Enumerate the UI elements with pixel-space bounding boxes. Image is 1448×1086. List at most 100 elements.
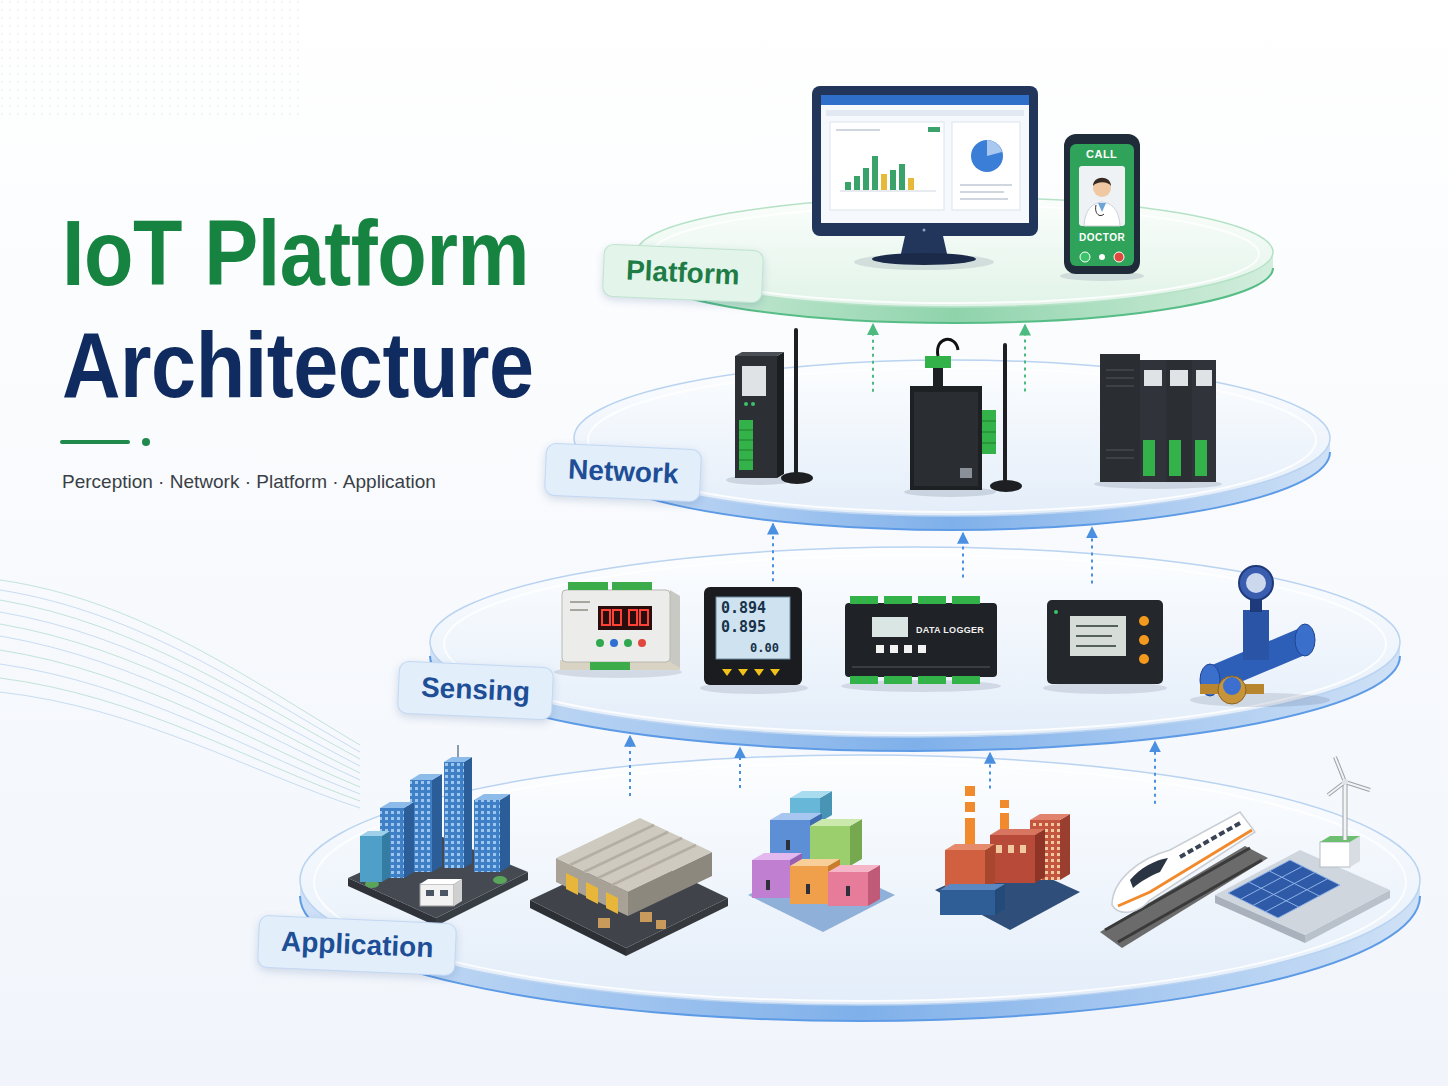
phone: [1096, 205, 1104, 216]
module-rack: [1106, 369, 1134, 371]
power-meter: [738, 669, 748, 676]
module-rack: [1106, 457, 1134, 459]
house-cutaway: [790, 859, 840, 866]
city-buildings: [420, 884, 454, 906]
city-buildings: [404, 802, 414, 878]
controller-device: [598, 606, 652, 630]
swirl-lines: [0, 664, 360, 794]
gateway-device: [735, 356, 777, 478]
house-cutaway: [766, 880, 770, 890]
controller-device: [570, 601, 590, 603]
gateway-device: [751, 402, 755, 406]
warehouse: [606, 892, 618, 914]
gateway-device: [739, 440, 753, 441]
solar-farm: [1345, 782, 1370, 790]
router-device: [910, 386, 982, 490]
monitor: [836, 129, 880, 131]
data-logger: [952, 596, 980, 604]
controller-device: [596, 639, 604, 647]
phone: [1070, 144, 1134, 266]
layer-tag: Platform: [602, 244, 764, 304]
solar-farm: [1345, 782, 1370, 790]
flow-arrow: [962, 533, 964, 578]
router-device: [933, 368, 943, 386]
flow-meter: [1223, 677, 1241, 695]
device-label: DATA LOGGER: [916, 625, 984, 636]
solar-farm: [1344, 782, 1347, 840]
phone: [1079, 166, 1125, 226]
dot-texture: [0, 0, 300, 120]
data-logger: [884, 676, 912, 684]
display-controller: [1043, 600, 1167, 694]
gateway-device: [739, 450, 753, 451]
factory: [940, 884, 1005, 890]
solar-farm: [1343, 782, 1348, 840]
city-buildings: [474, 794, 510, 800]
flow-meter: [1246, 573, 1266, 593]
power-meter: [716, 597, 790, 659]
module-rack: [1196, 370, 1212, 386]
monitor: [845, 182, 851, 190]
monitor: [890, 170, 896, 190]
controller-device: [640, 610, 648, 625]
phone: [1084, 202, 1120, 226]
data-logger: [841, 596, 1001, 692]
module-rack: [1195, 440, 1207, 476]
monitor: [812, 86, 1038, 236]
display-controller: [1070, 616, 1126, 656]
phone: [1114, 252, 1124, 262]
display-controller: [1139, 635, 1149, 645]
city-buildings: [493, 876, 507, 884]
monitor: [881, 174, 887, 190]
city-buildings: [457, 745, 459, 757]
solar-farm: [1328, 782, 1345, 795]
data-logger: [884, 596, 912, 604]
monitor: [854, 176, 860, 190]
controller-device: [610, 639, 618, 647]
flow-meter: [1243, 610, 1269, 660]
factory: [990, 829, 1045, 835]
module-rack: [1140, 360, 1166, 482]
monitor: [872, 253, 976, 265]
flow-arrow: [739, 748, 741, 788]
data-logger: [952, 676, 980, 684]
subtitle: Perception · Network · Platform · Applic…: [62, 470, 436, 494]
monitor: [812, 86, 1038, 270]
monitor: [840, 191, 936, 192]
factory: [965, 796, 975, 802]
phone: [1093, 178, 1111, 186]
data-logger: [876, 645, 884, 653]
flow-arrow: [1091, 528, 1093, 584]
controller-device: [568, 582, 608, 590]
data-logger: [918, 676, 946, 684]
data-logger: [904, 645, 912, 653]
gateway-device: [739, 420, 753, 470]
monitor: [821, 95, 1029, 105]
flow-arrow: [989, 753, 991, 789]
warehouse: [656, 920, 666, 929]
gateway-device: [739, 460, 753, 461]
module-rack: [1106, 377, 1134, 379]
swirl-lines: [0, 650, 360, 787]
data-logger: [918, 645, 926, 653]
power-meter: [770, 669, 780, 676]
flow-meter: [1239, 566, 1273, 600]
power-meter: [704, 587, 802, 685]
house-cutaway: [770, 813, 822, 820]
title-rule: [62, 438, 150, 446]
house-cutaway: [752, 860, 790, 898]
monitor: [923, 229, 926, 232]
controller-device: [554, 582, 682, 678]
gateway-device: [739, 430, 753, 431]
module-rack: [1106, 385, 1134, 387]
flow-meter: [1218, 676, 1246, 704]
city-buildings: [474, 800, 500, 872]
city-buildings: [380, 802, 414, 808]
monitor: [854, 254, 994, 270]
warehouse: [612, 845, 696, 885]
data-logger: [872, 617, 908, 637]
factory: [996, 845, 1002, 853]
title-rule: [142, 438, 150, 446]
